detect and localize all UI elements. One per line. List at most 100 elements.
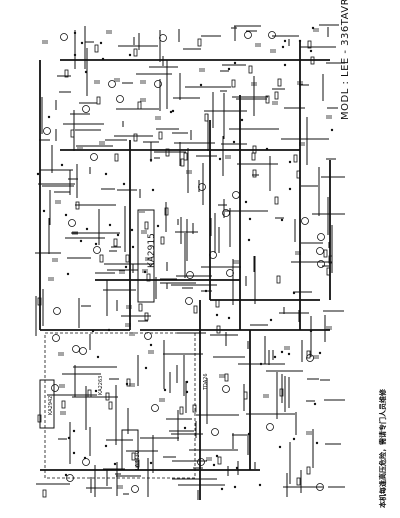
transistor-symbol [316,483,324,491]
capacitor-symbol [140,80,146,84]
junction-dot [227,316,231,320]
junction-dot [280,218,284,222]
junction-dot [265,147,269,151]
junction-dot [128,53,132,57]
ic-sub3-label: LA4430 [135,450,141,470]
transistor-symbol [244,31,252,39]
junction-dot [273,355,277,359]
capacitor-symbol [326,115,332,119]
junction-dot [73,53,77,57]
capacitor-symbol [119,270,125,274]
resistor-symbol [99,254,104,263]
capacitor-symbol [55,200,61,204]
resistor-symbol [113,238,118,247]
capacitor-symbol [42,40,48,44]
transistor-symbol [144,332,152,340]
junction-dot [292,437,296,441]
capacitor-symbol [99,141,105,145]
junction-dot [247,432,251,436]
junction-dot [280,350,284,354]
resistor-symbol [296,170,301,179]
junction-dot [94,242,98,246]
junction-dot [104,172,108,176]
resistor-symbol [70,129,75,138]
junction-dot [298,39,302,43]
transistor-symbol [51,384,59,392]
junction-dot [125,382,129,386]
junction-dot [185,380,189,384]
transistor-symbol [209,251,217,259]
junction-dot [67,436,71,440]
transistor-symbol [317,233,325,241]
junction-dot [235,466,239,470]
capacitor-symbol [297,81,303,85]
resistor-symbol [293,154,298,163]
resistor-symbol [193,305,198,314]
resistor-symbol [216,325,221,334]
resistor-symbol [137,101,142,110]
capacitor-symbol [141,230,147,234]
junction-dot [283,63,287,67]
junction-dot [232,140,236,144]
ic-sub3-body [121,429,139,471]
capacitor-symbol [225,155,231,159]
capacitor-symbol [72,231,78,235]
transistor-symbol [268,31,276,39]
capacitor-symbol [77,147,83,151]
resistor-symbol [105,392,110,401]
junction-dot [47,115,51,119]
junction-dot [215,313,219,317]
transistor-symbol [72,345,80,353]
junction-dot [185,390,189,394]
transistor-symbol [186,271,194,279]
transistor-symbol [185,297,193,305]
junction-dot [288,187,292,191]
resistor-symbol [158,131,163,140]
junction-dot [313,402,317,406]
resistor-symbol [160,236,165,245]
junction-dot [42,209,46,213]
capacitor-symbol [52,258,58,262]
resistor-symbol [248,65,253,74]
capacitor-symbol [255,43,261,47]
transistor-symbol [222,209,230,217]
capacitor-symbol [219,374,225,378]
junction-dot [130,228,134,232]
junction-dot [79,239,83,243]
capacitor-symbol [199,68,205,72]
capacitor-symbol [233,260,239,264]
junction-dot [269,318,273,322]
capacitor-symbol [59,384,65,388]
transistor-symbol [43,127,51,135]
junction-dot [84,70,88,74]
junction-dot [259,362,263,366]
transistor-symbol [116,95,124,103]
junction-dot [233,61,237,65]
transistor-symbol [52,334,60,342]
junction-dot [91,329,95,333]
resistor-symbol [131,452,136,461]
junction-dot [96,355,100,359]
ic-sub-body [39,379,55,429]
resistor-symbol [279,388,284,397]
transistor-symbol [154,80,162,88]
ic-sub-label: KA2942 [48,395,54,415]
resistor-symbol [42,489,47,498]
capacitor-symbol [263,394,269,398]
capacitor-symbol [117,485,123,489]
transistor-symbol [68,219,76,227]
capacitor-symbol [159,398,165,402]
ic-sub2-label: KA2263 [98,375,104,395]
junction-dot [330,128,334,132]
junction-dot [72,429,76,433]
junction-dot [227,67,231,71]
transistor-symbol [159,34,167,42]
junction-dot [85,227,89,231]
junction-dot [99,41,103,45]
junction-dot [247,238,251,242]
transistor-symbol [226,269,234,277]
ic-sub4-label: TDA26 [203,373,209,390]
junction-dot [315,441,319,445]
transistor-symbol [222,385,230,393]
junction-dot [149,461,153,465]
